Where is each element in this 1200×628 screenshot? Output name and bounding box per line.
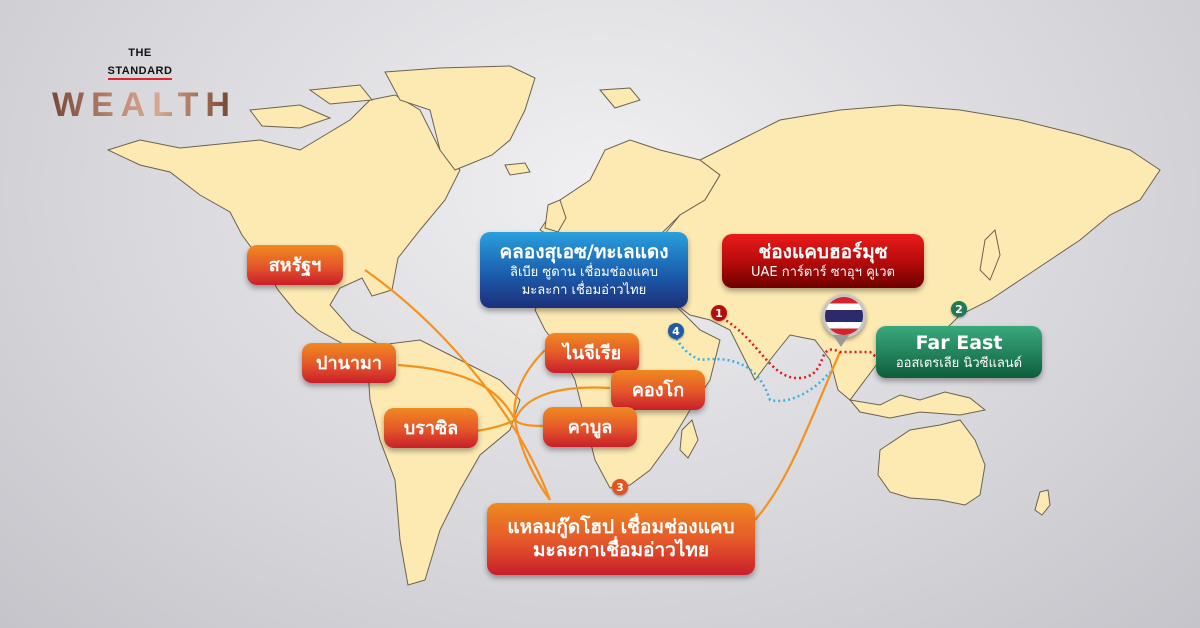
land-south-america: [367, 339, 521, 586]
cape-line1: แหลมกู๊ดโฮป เชื่อมช่องแคบ: [507, 516, 735, 538]
suez-route: [668, 324, 831, 403]
brand-logo: THE STANDARD WEALTH: [52, 47, 237, 125]
origin-kabul: คาบูล: [543, 407, 637, 447]
suez-line2: มะละกา เชื่อมอ่าวไทย: [521, 282, 647, 298]
suez-title: คลองสุเอซ/ทะเลแดง: [499, 240, 669, 263]
cape-route-card: แหลมกู๊ดโฮป เชื่อมช่องแคบ มะละกาเชื่อมอ่…: [487, 503, 755, 575]
origin-usa: สหรัฐฯ: [247, 245, 343, 285]
land-madagascar: [679, 419, 699, 459]
land-svalbard: [598, 87, 641, 109]
hormuz-subtitle: UAE การ์ตาร์ ซาอุฯ คูเวต: [750, 264, 895, 280]
origin-nigeria-label: ไนจีเรีย: [562, 342, 622, 364]
marker-1: 1: [711, 305, 727, 321]
marker-2: 2: [951, 301, 967, 317]
suez-line1: ลิเบีย ซูดาน เชื่อมช่องแคบ: [510, 264, 658, 280]
thailand-flag-icon: [825, 297, 863, 335]
land-indonesia: [848, 391, 987, 419]
land-uk: [544, 199, 567, 233]
land-new-zealand: [1034, 489, 1051, 516]
orange-routes: [364, 269, 842, 521]
land-north-america: [106, 94, 461, 356]
origin-panama-label: ปานามา: [316, 352, 382, 374]
origin-nigeria: ไนจีเรีย: [545, 333, 639, 373]
origin-congo-label: คองโก: [631, 379, 685, 401]
far-east-route-card: Far East ออสเตรเลีย นิวซีแลนด์: [876, 326, 1042, 378]
land-japan: [979, 228, 1001, 281]
origin-brazil-label: บราซิล: [403, 417, 459, 439]
origin-usa-label: สหรัฐฯ: [268, 254, 322, 276]
land-greenland: [384, 65, 536, 171]
hormuz-route: [721, 316, 891, 380]
origin-congo: คองโก: [611, 370, 705, 410]
hormuz-title: ช่องแคบฮอร์มุซ: [758, 240, 888, 263]
far-east-subtitle: ออสเตรเลีย นิวซีแลนด์: [895, 355, 1023, 371]
land-australia: [877, 419, 986, 506]
marker-4: 4: [668, 323, 684, 339]
brand-standard: STANDARD: [107, 65, 173, 80]
hormuz-route-card: ช่องแคบฮอร์มุซ UAE การ์ตาร์ ซาอุฯ คูเวต: [722, 234, 924, 288]
cape-line2: มะละกาเชื่อมอ่าวไทย: [532, 539, 710, 561]
brand-the: THE: [128, 47, 152, 59]
suez-route-card: คลองสุเอซ/ทะเลแดง ลิเบีย ซูดาน เชื่อมช่อ…: [480, 232, 688, 308]
far-east-title: Far East: [915, 331, 1003, 354]
brand-wealth: WEALTH: [52, 86, 237, 124]
thailand-flag-pin: [822, 294, 866, 338]
land-arctic-islands: [249, 84, 373, 129]
origin-brazil: บราซิล: [384, 408, 478, 448]
origin-kabul-label: คาบูล: [567, 416, 613, 438]
pin-tip: [833, 335, 849, 347]
marker-3: 3: [612, 479, 628, 495]
land-iceland: [504, 162, 531, 176]
origin-panama: ปานามา: [302, 343, 396, 383]
